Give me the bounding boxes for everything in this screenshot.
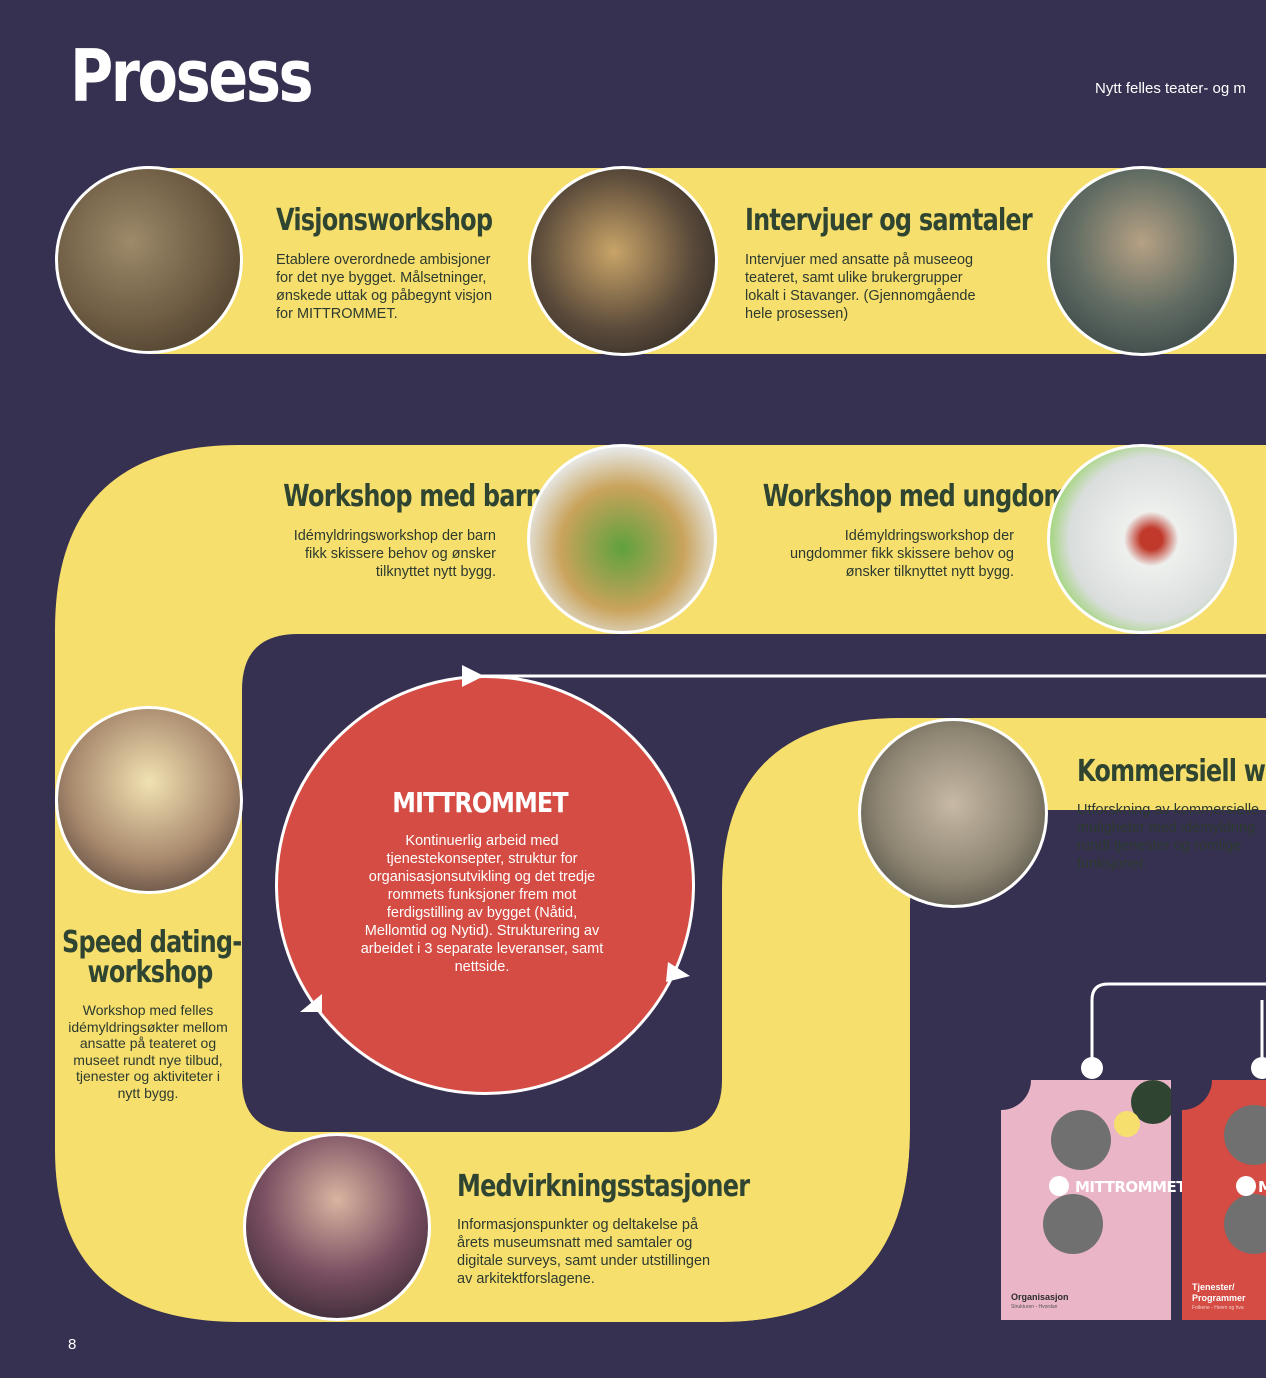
workshop-barn-text: Idémyldringsworkshop der barn fikk skiss… [293,528,496,580]
intervjuer-text: Intervjuer med ansatte på museeog teater… [745,252,976,322]
workshop-barn-title: Workshop med barn [283,479,543,514]
speed-dating-text: Workshop med felles idémyldringsøkter me… [68,1002,228,1101]
tjenester-card-brand: M [1258,1178,1266,1196]
workshop-barn-photo [527,444,717,634]
intervjuer-title: Intervjuer og samtaler [745,203,1033,238]
intervjuer-photo [528,166,718,356]
kommersiell-photo [858,718,1048,908]
mittrommet-text: Kontinuerlig arbeid med tjenestekonsepte… [360,833,604,975]
speed-dating-photo [55,706,243,894]
mittrommet-title: MITTROMMET [392,786,568,819]
tjenester-card-label-2: Programmer [1192,1293,1246,1303]
cycle-arrows [300,665,690,1012]
workshop-ungdom-text: Idémyldringsworkshop der ungdommer fikk … [789,528,1014,580]
document-subtitle: Nytt felles teater- og m [1095,80,1246,97]
tjenester-card-sub: Folkene - Hvem og hva [1192,1305,1244,1311]
medvirkning-photo [243,1133,431,1321]
row1-third-photo [1047,166,1237,356]
workshop-ungdom-title: Workshop med ungdom [762,479,1069,514]
mittrommet-circle [275,675,695,1095]
organisasjon-card-brand: MITTROMMET [1075,1178,1186,1196]
organisasjon-card-label: Organisasjon [1011,1292,1069,1302]
kommersiell-text: Utforskning av kommersielle muligheter m… [1077,802,1260,872]
organisasjon-card[interactable]: MITTROMMET Organisasjon Strukturen - Hvo… [1001,1080,1186,1320]
page-number: 8 [68,1336,77,1353]
page-title: Prosess [70,34,314,118]
medvirkning-title: Medvirkningsstasjoner [457,1169,750,1204]
visjonsworkshop-text: Etablere overordnede ambisjoner for det … [276,252,493,322]
organisasjon-card-sub: Strukturen - Hvordan [1011,1304,1058,1310]
speed-dating-title-line1: Speed dating- [62,925,242,960]
visjonsworkshop-photo [55,166,243,354]
speed-dating-title-line2: workshop [87,955,213,990]
medvirkning-text: Informasjonspunkter og deltakelse på åre… [457,1217,711,1287]
tjenester-card-label-1: Tjenester/ [1192,1282,1235,1292]
tjenester-card[interactable]: M Tjenester/ Programmer Folkene - Hvem o… [1182,1080,1266,1320]
workshop-ungdom-photo [1047,444,1237,634]
kommersiell-title: Kommersiell work [1077,754,1266,789]
visjonsworkshop-title: Visjonsworkshop [276,203,493,238]
